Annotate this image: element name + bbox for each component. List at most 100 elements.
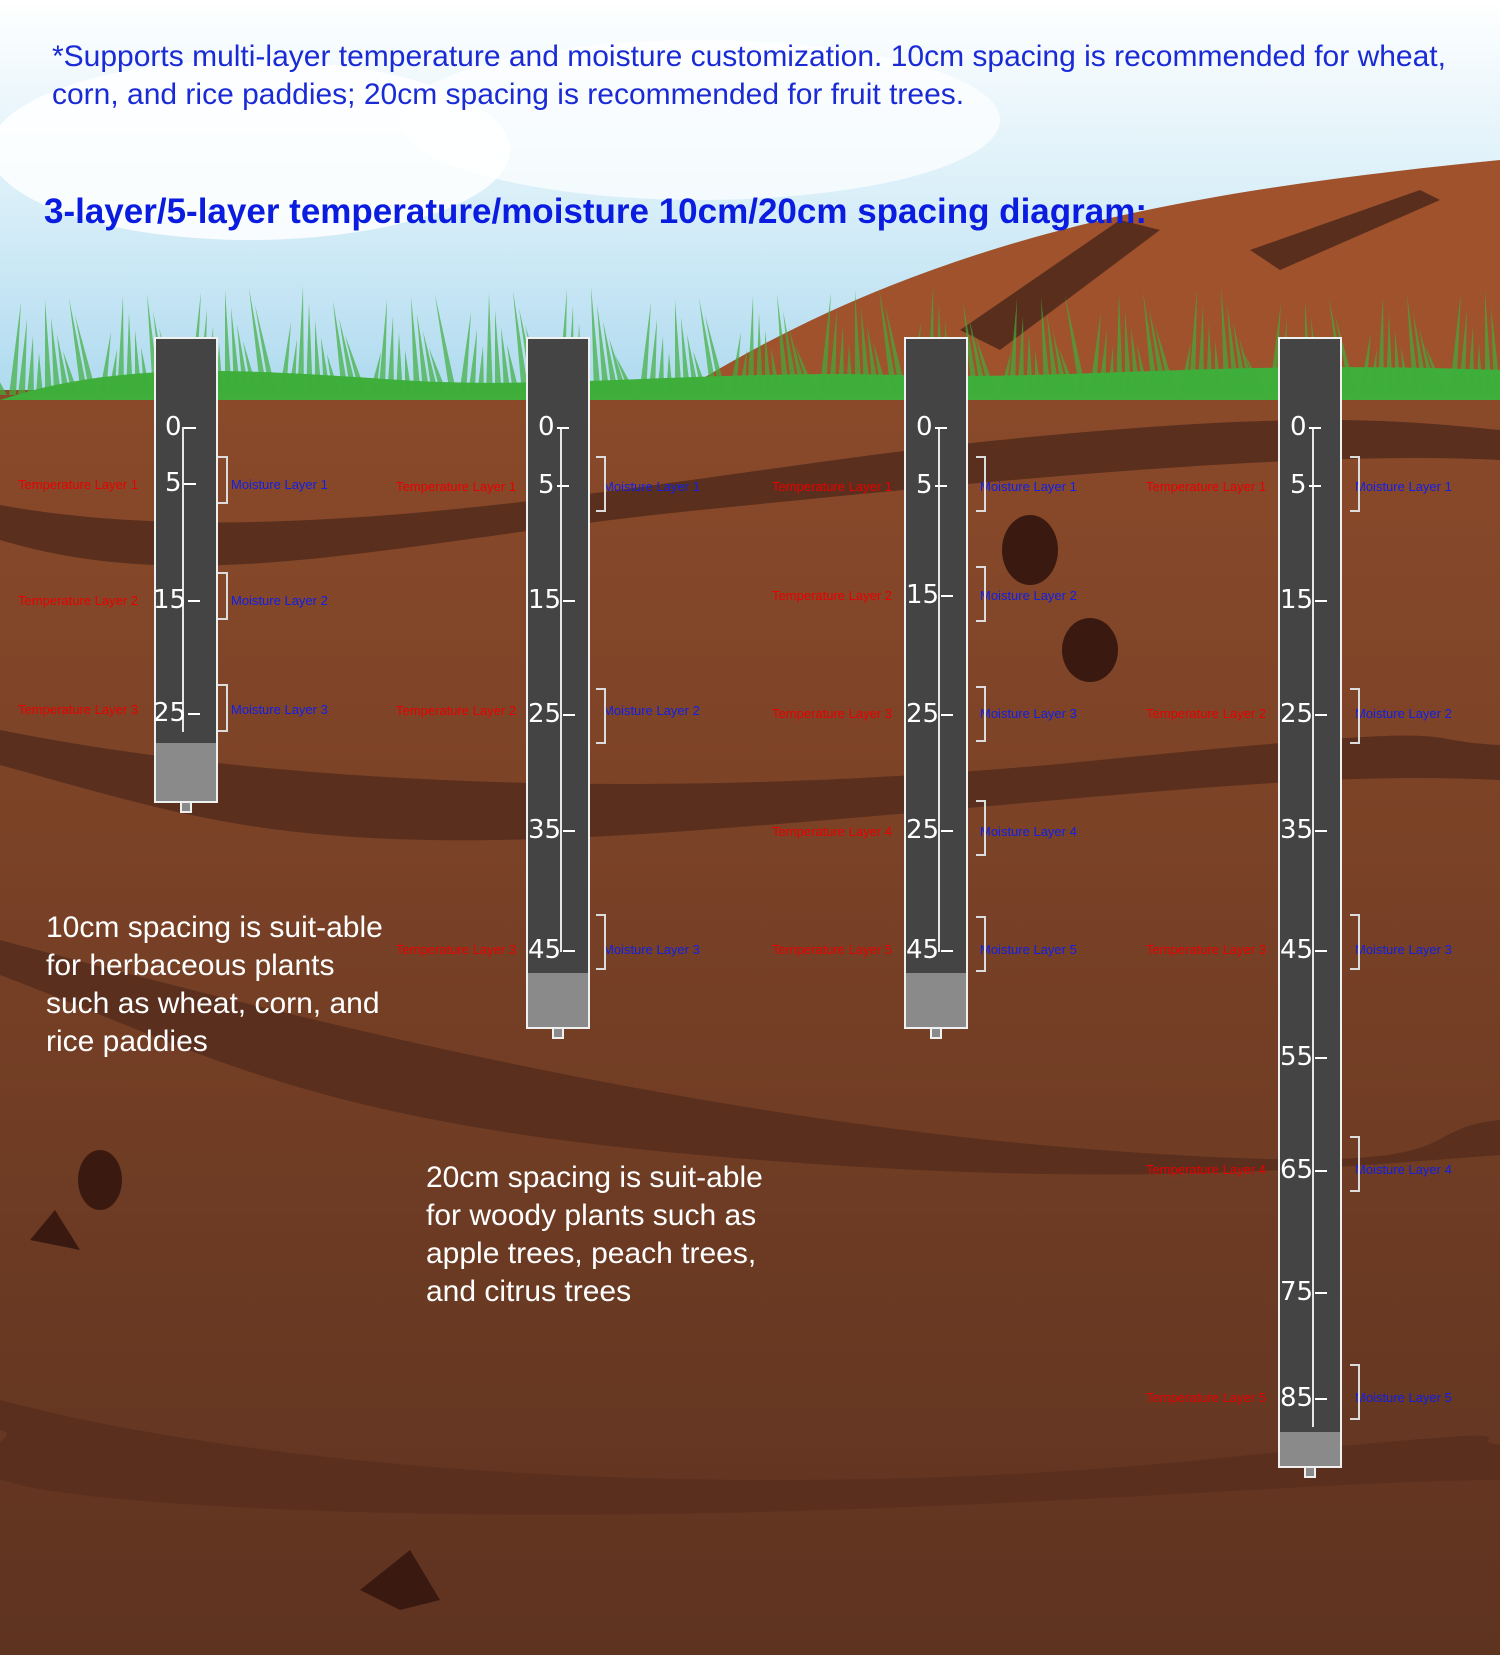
depth-tick: 0 bbox=[165, 414, 196, 440]
depth-tick: 45 bbox=[528, 935, 576, 965]
moisture-sensor-bracket bbox=[218, 684, 228, 732]
depth-tick-label: 25 bbox=[153, 698, 187, 728]
temperature-layer-label: Temperature Layer 4 bbox=[772, 824, 892, 839]
depth-tick: 85 bbox=[1280, 1383, 1328, 1413]
moisture-layer-label: Moisture Layer 2 bbox=[980, 588, 1077, 603]
tick-mark bbox=[556, 426, 569, 429]
spacing-note: *Supports multi-layer temperature and mo… bbox=[52, 40, 1446, 111]
depth-tick-label: 0 bbox=[538, 412, 555, 442]
moisture-sensor-bracket bbox=[1350, 456, 1360, 512]
rock bbox=[1062, 618, 1118, 682]
moisture-layer-label: Moisture Layer 2 bbox=[231, 593, 328, 608]
tick-mark bbox=[563, 949, 576, 952]
probe-5layer-20cm bbox=[1278, 337, 1342, 1478]
depth-tick: 25 bbox=[153, 698, 201, 728]
moisture-sensor-bracket bbox=[976, 800, 986, 856]
moisture-sensor-bracket bbox=[1350, 688, 1360, 744]
depth-tick: 25 bbox=[1280, 701, 1328, 727]
depth-tick-label: 45 bbox=[528, 935, 562, 965]
tick-mark bbox=[934, 484, 947, 487]
tick-mark bbox=[1315, 713, 1328, 716]
cloud bbox=[400, 40, 1000, 200]
moisture-sensor-bracket bbox=[596, 456, 606, 512]
moisture-layer-label: Moisture Layer 3 bbox=[603, 942, 700, 957]
depth-tick-label: 15 bbox=[1280, 585, 1314, 615]
tick-mark bbox=[941, 949, 954, 952]
tick-mark bbox=[563, 713, 576, 716]
cloud bbox=[0, 60, 510, 240]
tick-mark bbox=[1308, 426, 1321, 429]
tick-mark bbox=[941, 594, 954, 597]
probe-3layer-10cm bbox=[154, 337, 218, 813]
moisture-sensor-bracket bbox=[596, 914, 606, 970]
tick-mark bbox=[556, 484, 569, 487]
tick-mark bbox=[188, 712, 201, 715]
moisture-layer-label: Moisture Layer 1 bbox=[1355, 479, 1452, 494]
hill-stripe bbox=[960, 220, 1160, 350]
moisture-layer-label: Moisture Layer 3 bbox=[231, 702, 328, 717]
depth-tick: 45 bbox=[1280, 937, 1328, 963]
moisture-sensor-bracket bbox=[976, 916, 986, 972]
depth-tick-label: 35 bbox=[528, 815, 562, 845]
moisture-layer-label: Moisture Layer 2 bbox=[1355, 706, 1452, 721]
moisture-layer-label: Moisture Layer 3 bbox=[1355, 942, 1452, 957]
tick-mark bbox=[1308, 484, 1321, 487]
temperature-layer-label: Temperature Layer 3 bbox=[18, 702, 138, 717]
tick-mark bbox=[934, 426, 947, 429]
moisture-layer-label: Moisture Layer 4 bbox=[980, 824, 1077, 839]
depth-tick-label: 85 bbox=[1280, 1383, 1314, 1413]
depth-tick-label: 25 bbox=[906, 699, 940, 729]
moisture-sensor-bracket bbox=[976, 686, 986, 742]
moisture-layer-label: Moisture Layer 1 bbox=[603, 479, 700, 494]
tick-mark bbox=[1315, 1056, 1328, 1059]
moisture-layer-label: Moisture Layer 1 bbox=[980, 479, 1077, 494]
depth-tick: 5 bbox=[916, 472, 947, 498]
tick-mark bbox=[1315, 1169, 1328, 1172]
depth-tick: 15 bbox=[1280, 585, 1328, 615]
temperature-layer-label: Temperature Layer 5 bbox=[1146, 1390, 1266, 1405]
description-10cm: 10cm spacing is suit-able for herbaceous… bbox=[46, 911, 383, 1058]
depth-tick-label: 25 bbox=[906, 815, 940, 845]
tick-mark bbox=[563, 599, 576, 602]
temperature-layer-label: Temperature Layer 2 bbox=[772, 588, 892, 603]
tick-mark bbox=[941, 713, 954, 716]
diagram-heading: 3-layer/5-layer temperature/moisture 10c… bbox=[44, 192, 1147, 231]
depth-tick-label: 15 bbox=[153, 585, 187, 615]
probe-3layer-20cm bbox=[526, 337, 590, 1039]
depth-tick-label: 45 bbox=[906, 935, 940, 965]
moisture-layer-label: Moisture Layer 3 bbox=[980, 706, 1077, 721]
temperature-layer-label: Temperature Layer 2 bbox=[396, 703, 516, 718]
moisture-sensor-bracket bbox=[218, 456, 228, 504]
tick-mark bbox=[1315, 1397, 1328, 1400]
probe-5layer-10cm bbox=[904, 337, 968, 1039]
tick-mark bbox=[1315, 599, 1328, 602]
temperature-layer-label: Temperature Layer 1 bbox=[1146, 479, 1266, 494]
soil-stripe bbox=[0, 420, 1500, 566]
depth-tick-label: 55 bbox=[1280, 1042, 1314, 1072]
depth-tick: 65 bbox=[1280, 1157, 1328, 1183]
depth-tick: 25 bbox=[906, 815, 954, 845]
depth-tick-label: 25 bbox=[528, 699, 562, 729]
temperature-layer-label: Temperature Layer 4 bbox=[1146, 1162, 1266, 1177]
temperature-layer-label: Temperature Layer 1 bbox=[772, 479, 892, 494]
depth-tick-label: 0 bbox=[165, 412, 182, 442]
depth-tick: 25 bbox=[906, 699, 954, 729]
tick-mark bbox=[563, 829, 576, 832]
temperature-layer-label: Temperature Layer 1 bbox=[18, 477, 138, 492]
tick-mark bbox=[183, 426, 196, 429]
moisture-sensor-bracket bbox=[218, 572, 228, 620]
depth-tick: 0 bbox=[538, 414, 569, 440]
depth-tick-label: 5 bbox=[165, 468, 182, 498]
depth-tick: 25 bbox=[528, 699, 576, 729]
depth-tick-label: 15 bbox=[528, 585, 562, 615]
depth-tick: 5 bbox=[538, 472, 569, 498]
depth-tick: 35 bbox=[528, 815, 576, 845]
depth-tick: 15 bbox=[528, 585, 576, 615]
moisture-layer-label: Moisture Layer 5 bbox=[980, 942, 1077, 957]
soil-stripe bbox=[0, 730, 1500, 841]
depth-tick-label: 35 bbox=[1280, 815, 1314, 845]
rock bbox=[360, 1550, 440, 1610]
tick-mark bbox=[183, 482, 196, 485]
depth-tick: 15 bbox=[906, 582, 954, 608]
